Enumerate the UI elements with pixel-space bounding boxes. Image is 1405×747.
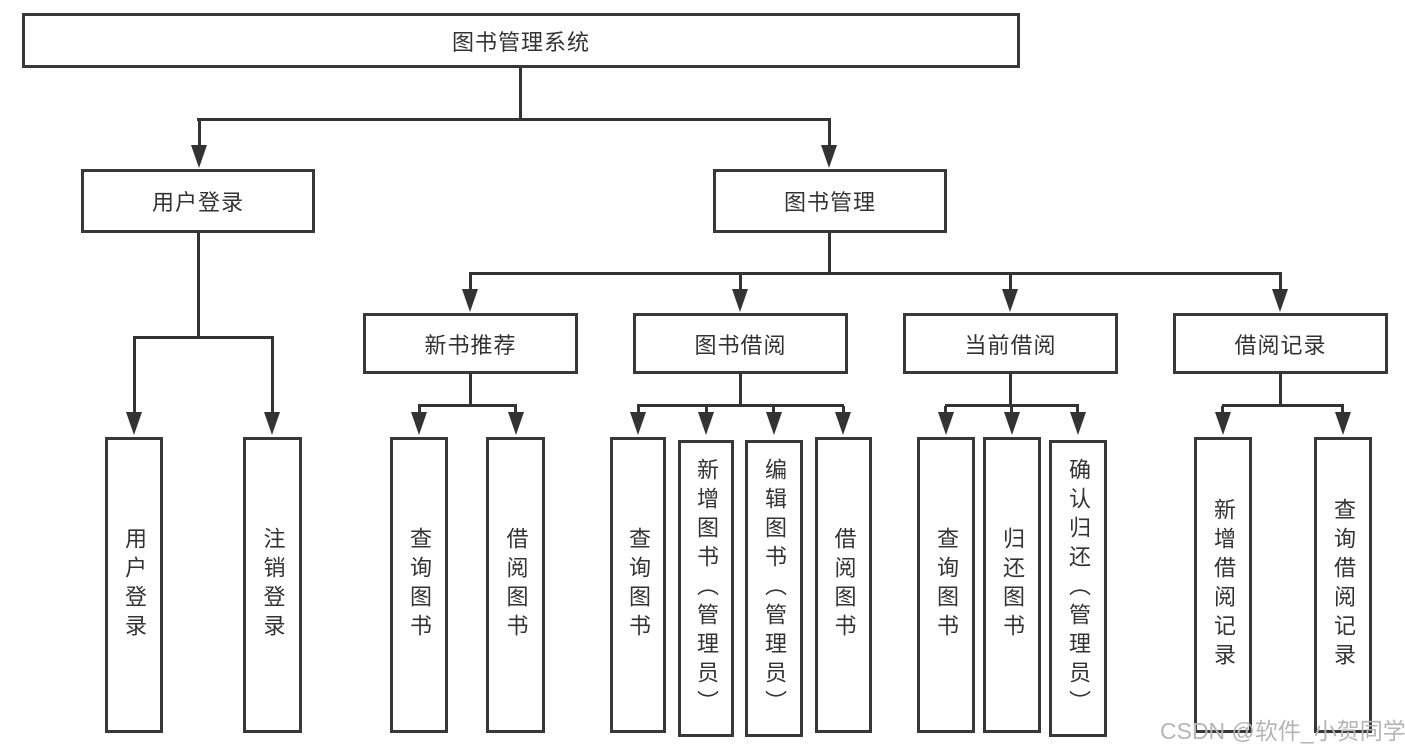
arrow-down-icon (508, 412, 524, 435)
node-user-login: 用户登录 (81, 169, 315, 233)
node-label: 查询图书 (407, 527, 432, 643)
node-query-books-borrowing: 查询图书 (610, 437, 666, 733)
node-add-books-admin: 新增图书（管理员） (678, 440, 734, 737)
node-user-login-action: 用户登录 (105, 437, 163, 733)
node-confirm-return-admin: 确认归还（管理员） (1049, 440, 1107, 737)
arrow-down-icon (835, 412, 851, 435)
connector-line (828, 120, 831, 148)
node-return-books: 归还图书 (983, 437, 1041, 733)
arrow-down-icon (462, 289, 478, 312)
arrow-down-icon (630, 412, 646, 435)
csdn-watermark: CSDN @软件_小贺同学 (1160, 718, 1405, 744)
connector-line (772, 406, 775, 415)
arrow-down-icon (732, 289, 748, 312)
node-label: 图书借阅 (694, 332, 787, 358)
node-label: 确认归还（管理员） (1066, 458, 1091, 719)
node-label: 归还图书 (1000, 527, 1025, 643)
connector-line (1221, 406, 1224, 415)
connector-line (945, 404, 1079, 407)
node-book-borrowing: 图书借阅 (633, 313, 848, 374)
arrow-down-icon (264, 412, 280, 435)
arrow-down-icon (821, 145, 837, 168)
connector-line (1009, 274, 1012, 292)
node-label: 编辑图书（管理员） (762, 458, 787, 719)
node-current-borrowing: 当前借阅 (903, 313, 1118, 374)
node-label: 查询图书 (934, 527, 959, 643)
node-add-borrow-record: 新增借阅记录 (1194, 437, 1252, 733)
connector-line (1010, 406, 1013, 415)
connector-line (514, 406, 517, 415)
node-label: 借阅记录 (1234, 332, 1327, 358)
connector-line (519, 67, 522, 120)
arrow-down-icon (1002, 289, 1018, 312)
arrow-down-icon (698, 412, 714, 435)
connector-line (197, 118, 831, 121)
connector-line (469, 272, 1282, 275)
node-label: 新增图书（管理员） (694, 458, 719, 719)
connector-line (1222, 404, 1344, 407)
connector-line (739, 374, 742, 407)
node-edit-books-admin: 编辑图书（管理员） (745, 440, 803, 737)
connector-line (637, 404, 844, 407)
node-label: 当前借阅 (964, 332, 1057, 358)
connector-line (705, 406, 708, 415)
node-new-book-recommendation: 新书推荐 (363, 313, 578, 374)
connector-line (271, 338, 274, 415)
node-query-borrow-record: 查询借阅记录 (1314, 437, 1372, 733)
arrow-down-icon (938, 412, 954, 435)
arrow-down-icon (766, 412, 782, 435)
arrow-down-icon (1335, 412, 1351, 435)
node-label: 查询图书 (626, 527, 651, 643)
node-library-management-system: 图书管理系统 (22, 13, 1020, 68)
connector-line (1076, 406, 1079, 415)
connector-line (828, 232, 831, 274)
node-borrow-books-recommend: 借阅图书 (486, 437, 545, 733)
node-label: 图书管理 (783, 190, 876, 215)
connector-line (198, 120, 201, 148)
node-query-books-recommend: 查询图书 (390, 437, 448, 733)
connector-line (739, 274, 742, 292)
node-label: 查询借阅记录 (1331, 498, 1356, 672)
connector-line (469, 374, 472, 407)
arrow-down-icon (126, 412, 142, 435)
node-label: 借阅图书 (831, 527, 857, 643)
arrow-down-icon (191, 145, 207, 168)
connector-line (1279, 274, 1282, 292)
connector-line (1341, 406, 1344, 415)
arrow-down-icon (1215, 412, 1231, 435)
arrow-down-icon (1272, 289, 1288, 312)
connector-line (197, 232, 200, 338)
connector-line (418, 404, 517, 407)
node-label: 借阅图书 (503, 527, 529, 643)
connector-line (944, 406, 947, 415)
node-label: 新书推荐 (424, 332, 517, 358)
connector-line (637, 406, 640, 415)
connector-line (133, 338, 136, 415)
connector-line (842, 406, 845, 415)
node-label: 注销登录 (260, 527, 286, 643)
node-book-management: 图书管理 (713, 169, 947, 233)
node-query-books-current: 查询图书 (917, 437, 975, 733)
arrow-down-icon (1070, 412, 1086, 435)
node-logout-action: 注销登录 (243, 437, 302, 733)
connector-line (418, 406, 421, 415)
node-label: 图书管理系统 (451, 29, 590, 55)
connector-line (1279, 374, 1282, 407)
node-borrowing-records: 借阅记录 (1173, 313, 1388, 374)
arrow-down-icon (1004, 412, 1020, 435)
node-label: 新增借阅记录 (1211, 498, 1236, 672)
node-borrow-books-borrowing: 借阅图书 (815, 437, 872, 733)
arrow-down-icon (411, 412, 427, 435)
node-label: 用户登录 (122, 527, 147, 643)
connector-line (133, 336, 274, 339)
connector-line (1009, 374, 1012, 407)
connector-line (469, 274, 472, 292)
node-label: 用户登录 (151, 190, 244, 215)
